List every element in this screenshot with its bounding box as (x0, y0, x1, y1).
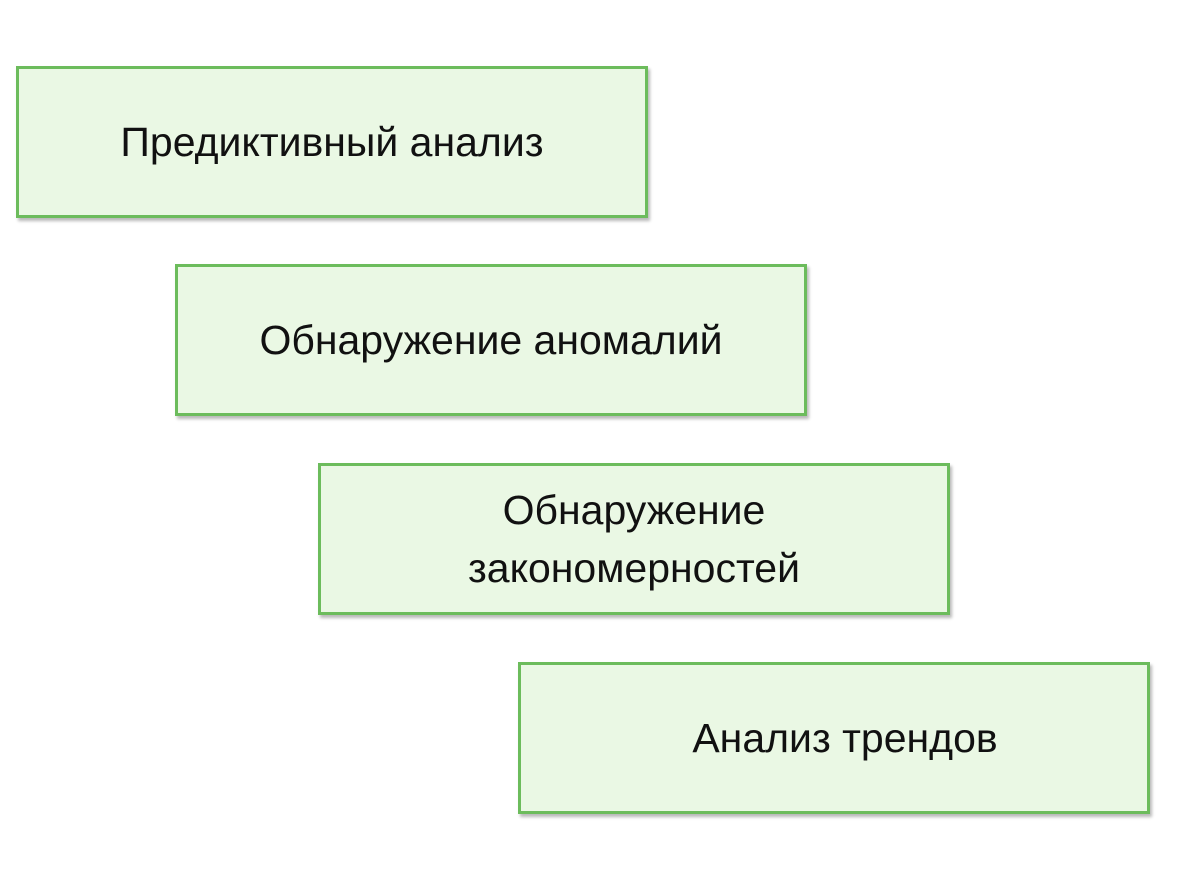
step-label-predictive-analysis: Предиктивный анализ (120, 119, 544, 165)
step-box-predictive-analysis: Предиктивный анализ (16, 66, 648, 218)
step-box-anomaly-detection: Обнаружение аномалий (175, 264, 807, 416)
step-label-pattern-discovery: Обнаружение закономерностей (467, 487, 800, 591)
step-box-pattern-discovery: Обнаружение закономерностей (318, 463, 950, 615)
step-label-trend-analysis: Анализ трендов (692, 715, 998, 761)
step-box-trend-analysis: Анализ трендов (518, 662, 1150, 814)
step-label-anomaly-detection: Обнаружение аномалий (259, 317, 723, 363)
